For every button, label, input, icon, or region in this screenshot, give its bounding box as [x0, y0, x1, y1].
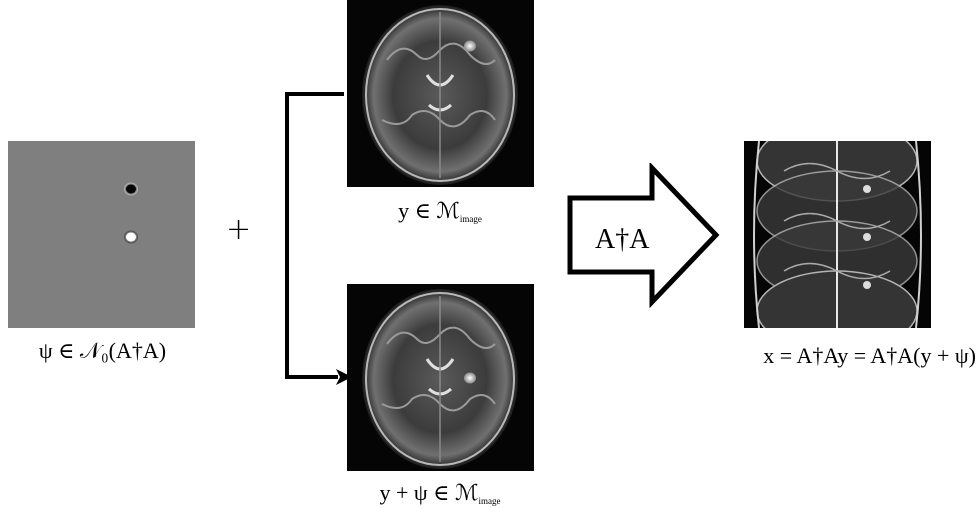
null-space-image: [8, 141, 195, 328]
clean-image-label-sub: image: [459, 214, 482, 224]
perturbed-image-label-sub: image: [478, 496, 501, 506]
clean-brain-scan: [347, 0, 534, 187]
perturbed-image-label-main: y + ψ ∈ ℳ: [379, 480, 479, 505]
perturbed-image-label: y + ψ ∈ ℳimage: [325, 480, 555, 506]
operator-label: A†A: [595, 224, 650, 255]
null-space-pattern: [124, 182, 138, 244]
operator-arrow: [567, 163, 720, 308]
measurement-image: [744, 141, 931, 328]
measurement-label: x = A†Ay = A†A(y + ψ): [763, 343, 976, 368]
brain-scan-drawing: [362, 289, 518, 469]
brain-scan-drawing: [362, 5, 518, 185]
null-space-label: ψ ∈ 𝒩₀(A†A): [38, 338, 167, 363]
clean-image-label-main: y ∈ ℳ: [398, 198, 460, 223]
plus-sign: +: [226, 212, 252, 247]
perturbed-brain-scan: [347, 284, 534, 471]
clean-image-label: y ∈ ℳimage: [340, 198, 540, 224]
aliased-scan-drawing: [753, 141, 922, 328]
connector-arrow: [285, 92, 352, 385]
